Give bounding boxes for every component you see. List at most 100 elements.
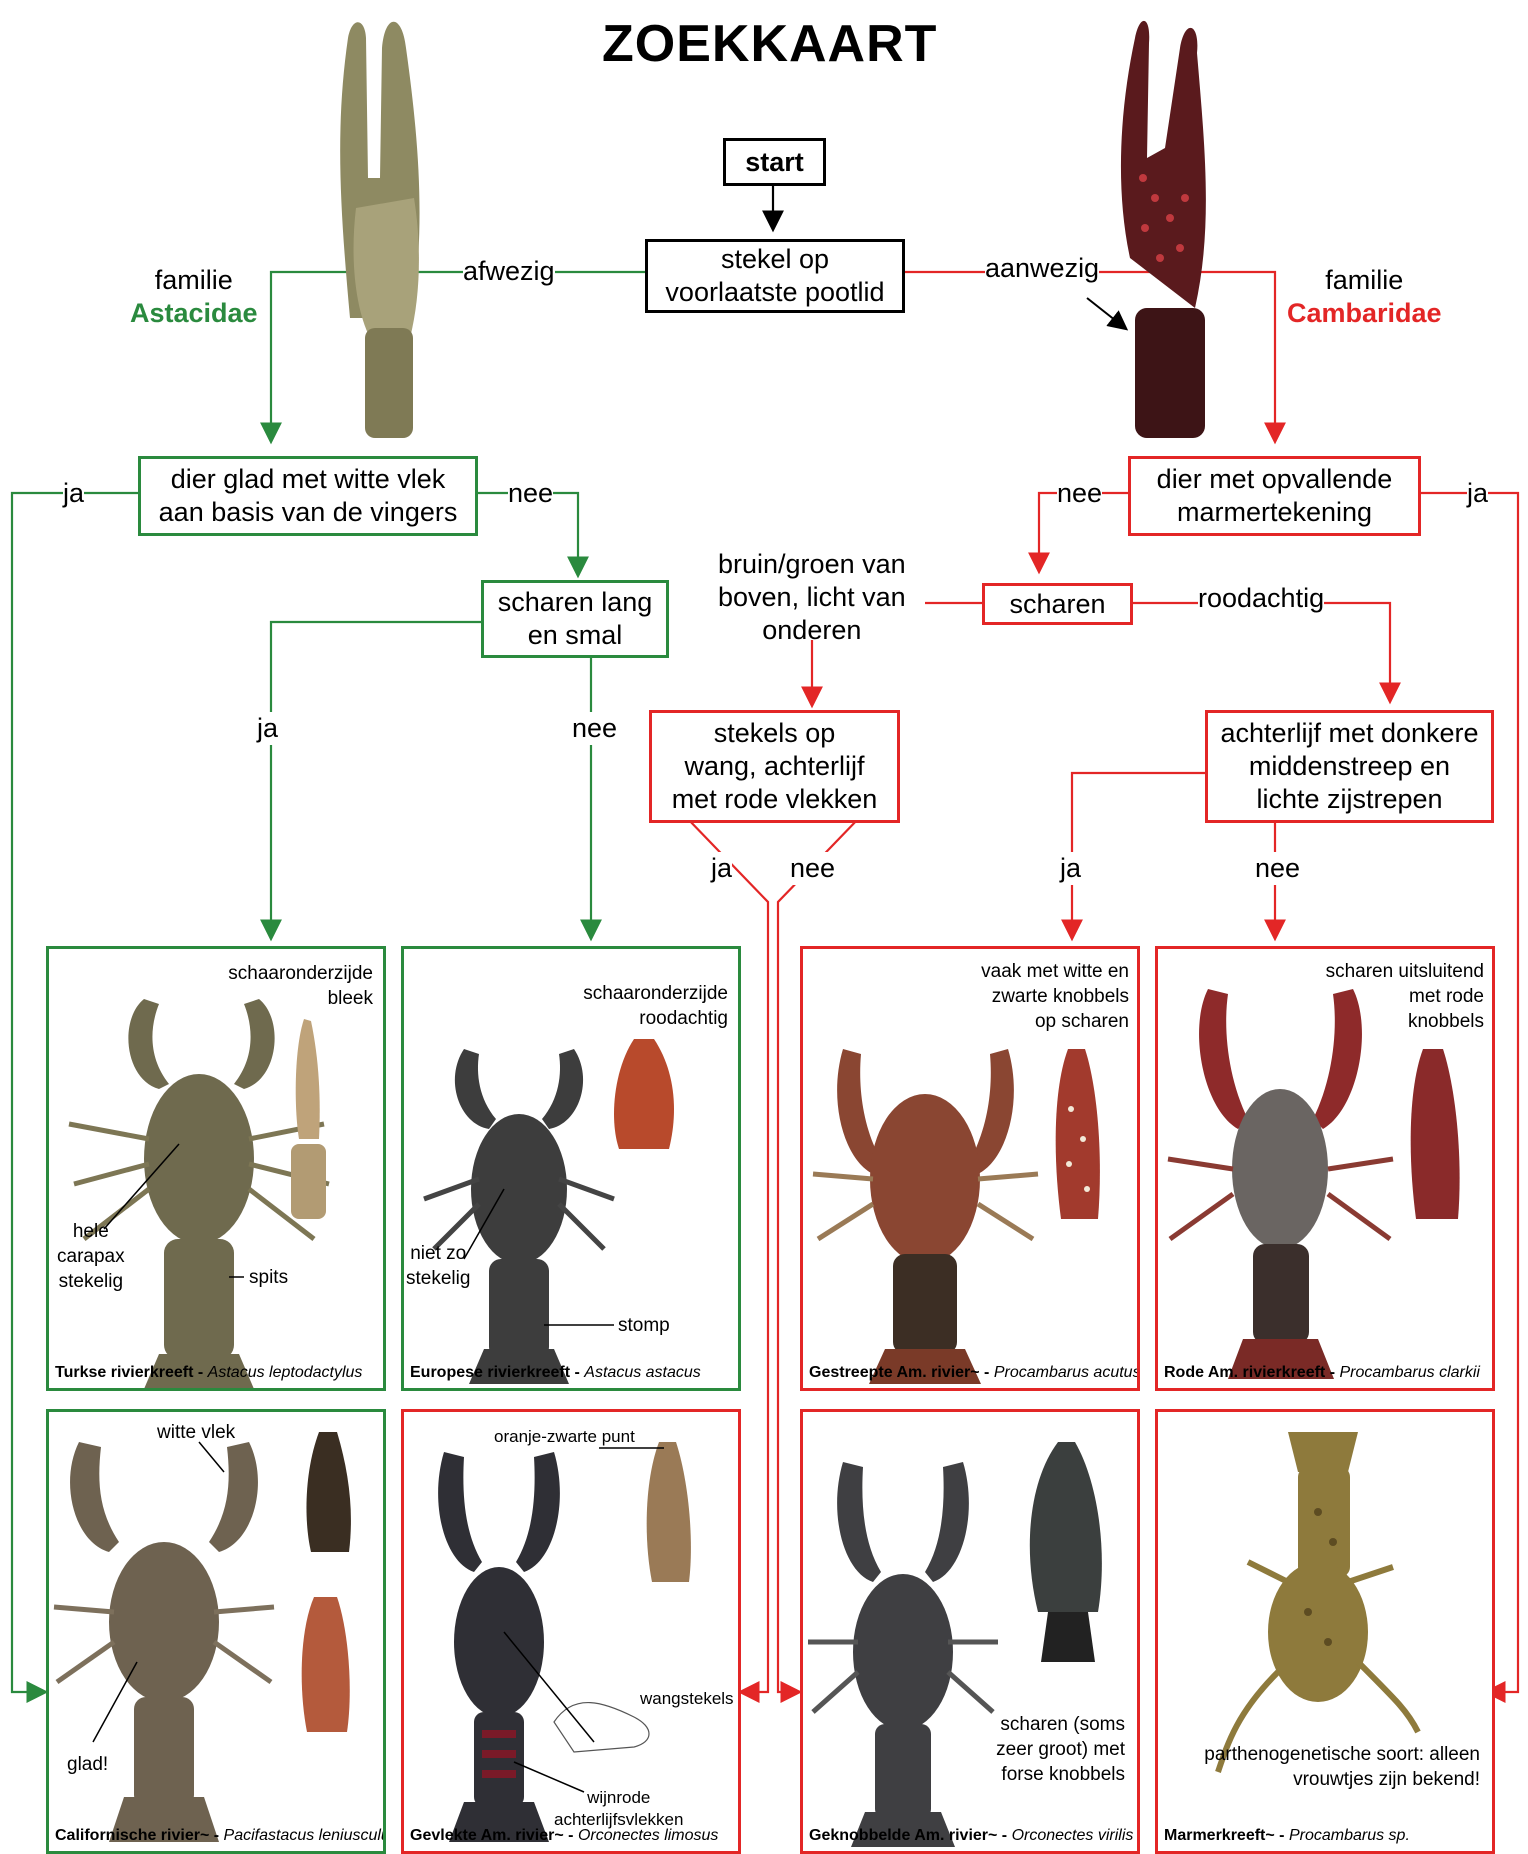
cambaridae-claw-photo — [1085, 8, 1255, 438]
note-line: schaaronderzijde — [583, 981, 728, 1006]
note-line: zeer groot) met — [996, 1737, 1125, 1762]
family-left-label: familie Astacidae — [130, 264, 258, 330]
note-spots: wijnrode achterlijfsvlekken — [554, 1787, 683, 1831]
left2-no-label: nee — [572, 712, 617, 745]
right2-option-left-line2: boven, licht van — [718, 581, 906, 614]
question-right3-line2: wang, achterlijf — [684, 750, 864, 783]
right2-option-left-line1: bruin/groen van — [718, 548, 906, 581]
question-right1-box: dier met opvallende marmertekening — [1128, 456, 1421, 536]
question-spine-box: stekel op voorlaatste pootlid — [645, 239, 905, 313]
species-common-name: Turkse rivierkreeft — [55, 1364, 193, 1381]
note-claw-underside: schaaronderzijde bleek — [228, 961, 373, 1011]
note-line: schaaronderzijde — [228, 961, 373, 986]
right2-option-right: roodachtig — [1198, 582, 1324, 615]
species-caption: Californische rivier~ - Pacifastacus len… — [55, 1827, 386, 1845]
note-line: scharen (soms — [996, 1712, 1125, 1737]
question-spine-line1: stekel op — [721, 243, 829, 276]
note-line: wijnrode — [554, 1787, 683, 1809]
family-left-name: Astacidae — [130, 297, 258, 330]
page-title: ZOEKKAART — [602, 14, 937, 74]
note-line: vaak met witte en — [981, 959, 1129, 984]
family-right-name: Cambaridae — [1287, 297, 1442, 330]
species-latin-name: Procambarus clarkii — [1339, 1364, 1479, 1381]
crayfish-photo — [49, 1412, 386, 1854]
question-right4-box: achterlijf met donkere middenstreep en l… — [1205, 710, 1494, 823]
species-caption: Geknobbelde Am. rivier~ - Orconectes vir… — [809, 1827, 1133, 1845]
question-spine-line2: voorlaatste pootlid — [665, 276, 884, 309]
species-caption: Marmerkreeft~ - Procambarus sp. — [1164, 1827, 1410, 1845]
question-right2-box: scharen — [982, 583, 1133, 625]
family-right-label: familie Cambaridae — [1287, 264, 1442, 330]
panel-turkse: schaaronderzijde bleek hele carapax stek… — [46, 946, 386, 1391]
species-common-name: Rode Am. rivierkreeft — [1164, 1364, 1325, 1381]
note-line: scharen uitsluitend — [1326, 959, 1484, 984]
species-latin-name: Procambarus acutus — [994, 1364, 1140, 1381]
note-line: forse knobbels — [996, 1762, 1125, 1787]
species-latin-name: Astacus astacus — [584, 1364, 701, 1381]
note-spot: witte vlek — [157, 1420, 235, 1445]
species-common-name: Gestreepte Am. rivier~ — [809, 1364, 980, 1381]
species-caption: Europese rivierkreeft - Astacus astacus — [410, 1364, 701, 1382]
question-left2-box: scharen lang en smal — [481, 580, 669, 658]
species-caption: Gevlekte Am. rivier~ - Orconectes limosu… — [410, 1827, 718, 1845]
species-common-name: Geknobbelde Am. rivier~ — [809, 1827, 997, 1844]
note-line: roodachtig — [583, 1006, 728, 1031]
species-caption: Rode Am. rivierkreeft - Procambarus clar… — [1164, 1364, 1480, 1382]
panel-gestreepte: vaak met witte en zwarte knobbels op sch… — [800, 946, 1140, 1391]
note-line: stekelig — [406, 1266, 470, 1291]
note-line: bleek — [228, 986, 373, 1011]
note-line: carapax — [57, 1244, 125, 1269]
species-common-name: Marmerkreeft~ — [1164, 1827, 1275, 1844]
panel-gevlekte: oranje-zwarte punt wangstekels wijnrode … — [401, 1409, 741, 1854]
note-line: knobbels — [1326, 1009, 1484, 1034]
note-parthenogenetic: parthenogenetische soort: alleen vrouwtj… — [1204, 1742, 1480, 1792]
species-caption: Gestreepte Am. rivier~ - Procambarus acu… — [809, 1364, 1140, 1382]
species-latin-name: Orconectes virilis — [1012, 1827, 1134, 1844]
panel-geknobbelde: scharen (soms zeer groot) met forse knob… — [800, 1409, 1140, 1854]
left1-yes-label: ja — [63, 477, 84, 510]
crayfish-photo — [49, 949, 386, 1391]
question-right1-line2: marmertekening — [1177, 496, 1372, 529]
note-cheek: wangstekels — [640, 1686, 734, 1711]
left1-no-label: nee — [508, 477, 553, 510]
question-left1-line1: dier glad met witte vlek — [171, 463, 446, 496]
panel-rode: scharen uitsluitend met rode knobbels Ro… — [1155, 946, 1495, 1391]
note-claw: scharen (soms zeer groot) met forse knob… — [996, 1712, 1125, 1787]
question-right4-line2: middenstreep en — [1249, 750, 1450, 783]
note-line: niet zo — [406, 1241, 470, 1266]
astacidae-claw-photo — [310, 8, 460, 438]
species-caption: Turkse rivierkreeft - Astacus leptodacty… — [55, 1364, 362, 1382]
note-line: op scharen — [981, 1009, 1129, 1034]
left2-yes-label: ja — [257, 712, 278, 745]
question-right1-line1: dier met opvallende — [1157, 463, 1393, 496]
note-line: vrouwtjes zijn bekend! — [1204, 1767, 1480, 1792]
question-left1-box: dier glad met witte vlek aan basis van d… — [138, 456, 478, 536]
note-carapax: hele carapax stekelig — [57, 1219, 125, 1294]
species-latin-name: Procambarus sp. — [1289, 1827, 1410, 1844]
right1-yes-label: ja — [1467, 477, 1488, 510]
species-latin-name: Astacus leptodactylus — [208, 1364, 363, 1381]
note-smooth: glad! — [67, 1752, 108, 1777]
question-right4-line1: achterlijf met donkere — [1220, 717, 1478, 750]
branch-absent-label: afwezig — [463, 255, 555, 288]
question-left2-line1: scharen lang — [498, 586, 653, 619]
note-line: stekelig — [57, 1269, 125, 1294]
question-right3-line1: stekels op — [714, 717, 836, 750]
crayfish-photo — [803, 1412, 1140, 1854]
note-line: met rode — [1326, 984, 1484, 1009]
right2-option-left: bruin/groen van boven, licht van onderen — [718, 548, 906, 647]
note-tip: oranje-zwarte punt — [494, 1424, 635, 1449]
species-latin-name: Pacifastacus leniusculus — [224, 1827, 386, 1844]
note-line: parthenogenetische soort: alleen — [1204, 1742, 1480, 1767]
right3-yes-label: ja — [711, 852, 732, 885]
species-common-name: Gevlekte Am. rivier~ — [410, 1827, 564, 1844]
right4-no-label: nee — [1255, 852, 1300, 885]
panel-californische: witte vlek glad! Californische rivier~ -… — [46, 1409, 386, 1854]
note-tip: spits — [249, 1265, 288, 1290]
family-left-word: familie — [130, 264, 258, 297]
start-box: start — [723, 138, 826, 186]
species-common-name: Europese rivierkreeft — [410, 1364, 570, 1381]
right1-no-label: nee — [1057, 477, 1102, 510]
note-line: zwarte knobbels — [981, 984, 1129, 1009]
species-latin-name: Orconectes limosus — [578, 1827, 719, 1844]
